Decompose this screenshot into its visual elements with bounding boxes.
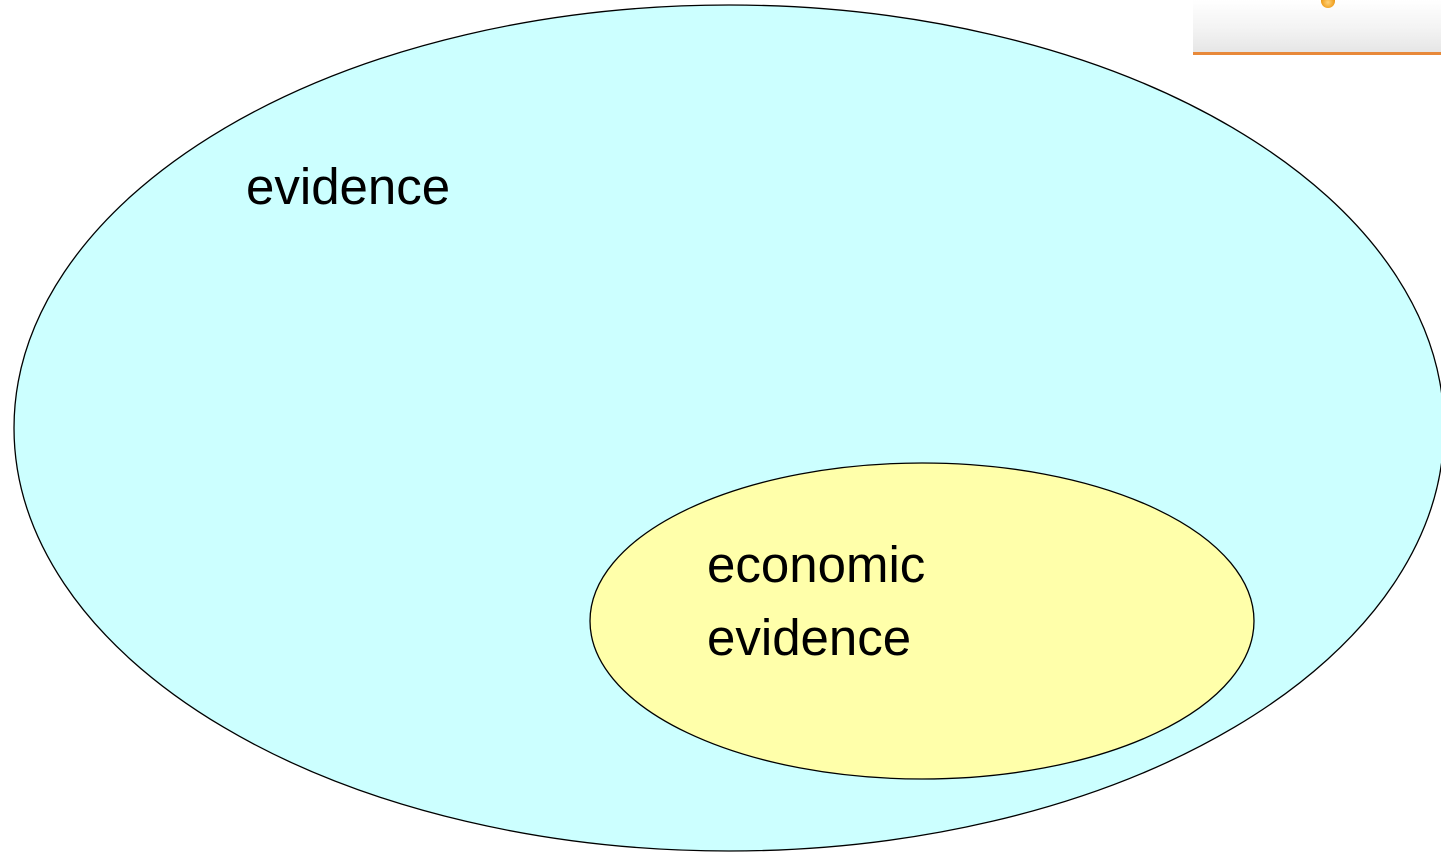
evidence-label: evidence <box>246 158 450 215</box>
corner-logo <box>1193 0 1441 55</box>
economic-evidence-label: evidence <box>707 609 911 666</box>
orange-globe-icon <box>1321 0 1335 8</box>
economic-label: economic <box>707 536 925 593</box>
economic-evidence-set-ellipse <box>589 462 1255 780</box>
